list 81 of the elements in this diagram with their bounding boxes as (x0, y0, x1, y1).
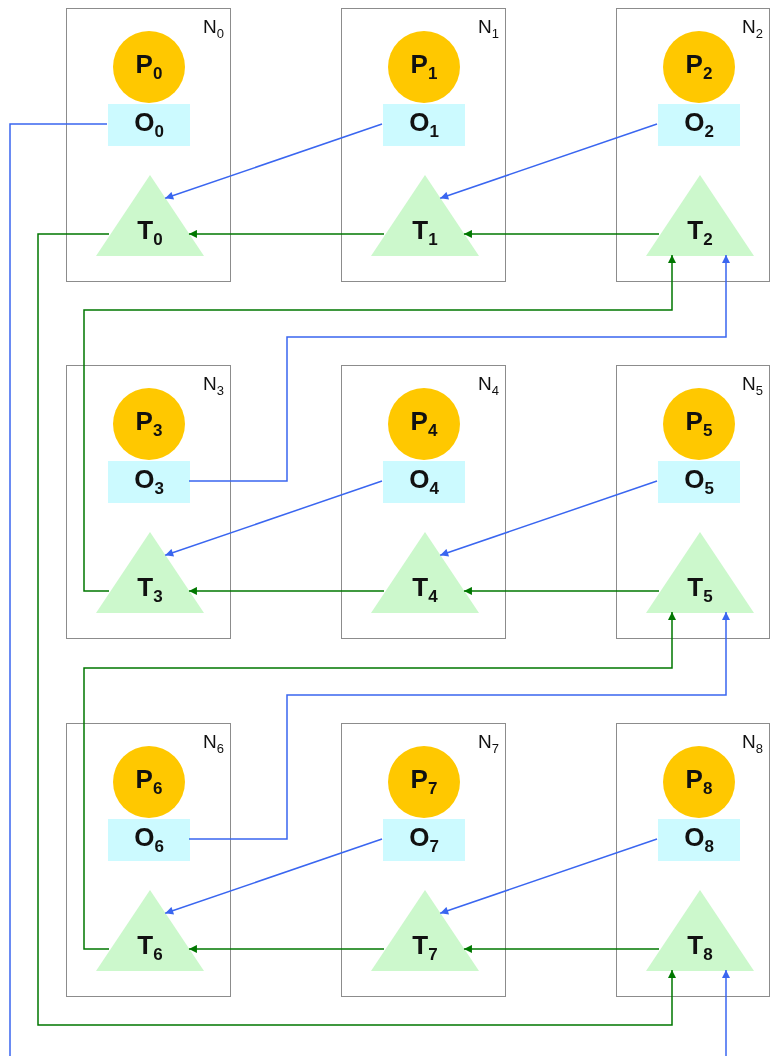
group-box (341, 8, 506, 282)
node-label: O$_{7}$ (409, 824, 439, 856)
arrow (188, 229, 385, 238)
node-label: T$_{4}$ (412, 573, 438, 605)
rect-node (108, 461, 190, 503)
triangle-node (96, 532, 204, 613)
node-label: T$_{8}$ (687, 931, 713, 963)
arrow (463, 229, 660, 238)
node-label: P$_{7}$ (410, 766, 438, 798)
group-box (66, 723, 231, 997)
group-label: N$_{1}$ (478, 17, 499, 40)
node-label: T$_{7}$ (412, 931, 438, 963)
rect-node (658, 461, 740, 503)
node-label: P$_{2}$ (685, 51, 713, 83)
group-label: N$_{8}$ (742, 732, 763, 755)
group-label: N$_{5}$ (742, 374, 763, 397)
node-label: P$_{0}$ (135, 51, 163, 83)
rect-node (108, 104, 190, 146)
group-box (341, 365, 506, 639)
node-label: P$_{5}$ (685, 408, 713, 440)
group-box (616, 8, 770, 282)
rect-node (383, 819, 465, 861)
arrow (722, 969, 730, 1056)
group-label: N$_{0}$ (203, 17, 224, 40)
rect-node (383, 104, 465, 146)
arrow (463, 586, 660, 595)
node-label: P$_{3}$ (135, 408, 163, 440)
node-label: T$_{6}$ (137, 931, 163, 963)
arrow (439, 480, 658, 557)
triangle-node (371, 175, 479, 256)
node-label: P$_{8}$ (685, 766, 713, 798)
triangle-node (646, 175, 754, 256)
group-box (616, 723, 770, 997)
rect-node (658, 104, 740, 146)
node-label: O$_{2}$ (684, 109, 714, 141)
arrow (188, 254, 730, 482)
node-label: O$_{8}$ (684, 824, 714, 856)
node-label: O$_{0}$ (134, 109, 164, 141)
node-label: P$_{1}$ (410, 51, 438, 83)
node-label: T$_{1}$ (412, 216, 438, 248)
triangle-node (646, 890, 754, 971)
arrow (164, 123, 383, 200)
group-box (341, 723, 506, 997)
triangle-node (646, 532, 754, 613)
group-label: N$_{6}$ (203, 732, 224, 755)
node-label: O$_{5}$ (684, 466, 714, 498)
node-label: P$_{6}$ (135, 766, 163, 798)
arrow (439, 123, 658, 200)
node-label: P$_{4}$ (410, 408, 438, 440)
node-label: T$_{3}$ (137, 573, 163, 605)
arrow (188, 944, 385, 953)
group-label: N$_{4}$ (478, 374, 499, 397)
rect-node (383, 461, 465, 503)
arrow (37, 233, 676, 1026)
node-label: O$_{4}$ (409, 466, 439, 498)
rect-node (108, 819, 190, 861)
node-label: O$_{6}$ (134, 824, 164, 856)
node-label: T$_{2}$ (687, 216, 713, 248)
rect-node (658, 819, 740, 861)
triangle-node (371, 532, 479, 613)
triangle-node (96, 890, 204, 971)
group-box (66, 365, 231, 639)
arrow (188, 586, 385, 595)
group-label: N$_{7}$ (478, 732, 499, 755)
arrow (83, 254, 676, 592)
arrow (164, 838, 383, 915)
triangle-node (96, 175, 204, 256)
arrow (164, 480, 383, 557)
group-label: N$_{2}$ (742, 17, 763, 40)
node-label: O$_{3}$ (134, 466, 164, 498)
arrow (439, 838, 658, 915)
node-label: O$_{1}$ (409, 109, 439, 141)
group-label: N$_{3}$ (203, 374, 224, 397)
arrow (83, 611, 676, 950)
triangle-node (371, 890, 479, 971)
arrow (463, 944, 660, 953)
node-label: T$_{0}$ (137, 216, 163, 248)
node-label: T$_{5}$ (687, 573, 713, 605)
arrow (188, 611, 730, 840)
group-box (66, 8, 231, 282)
group-box (616, 365, 770, 639)
